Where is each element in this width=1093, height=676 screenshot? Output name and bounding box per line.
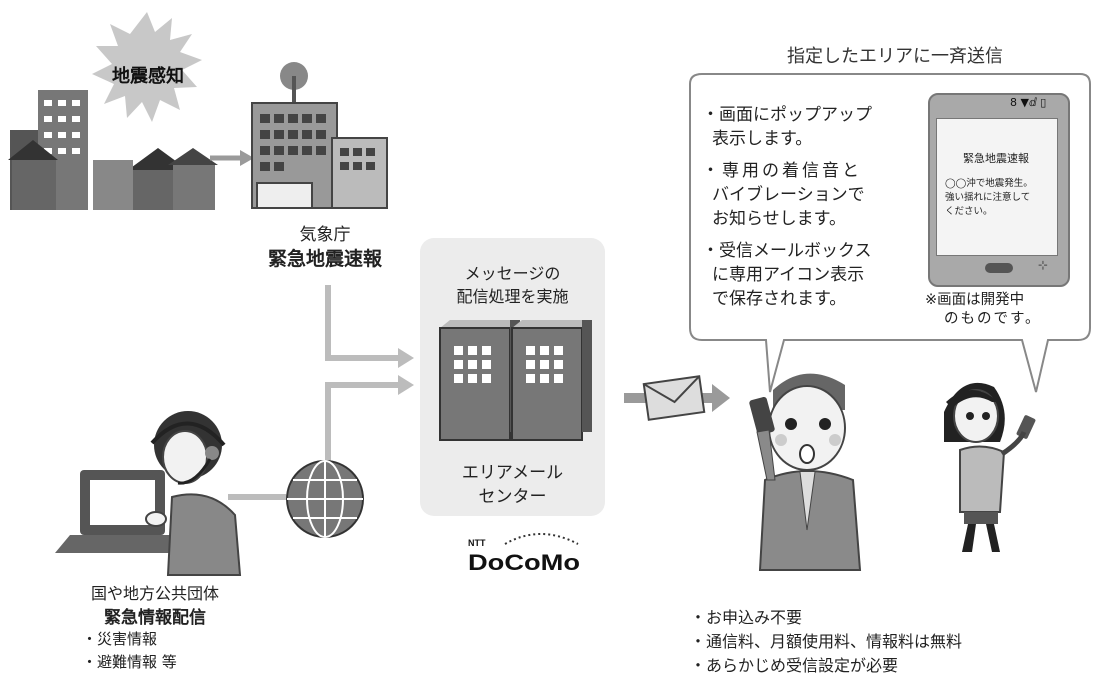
note-setting-required: ・あらかじめ受信設定が必要 bbox=[690, 656, 899, 675]
man-with-phone-illustration bbox=[749, 373, 862, 571]
woman-with-phone-illustration bbox=[944, 382, 1036, 552]
phone-status-bar: 8 ▼ⅆ ▯ bbox=[1010, 96, 1047, 109]
mail-send-arrow bbox=[624, 375, 730, 421]
dev-note-line1: ※画面は開発中 bbox=[925, 292, 1025, 308]
phone-dpad-icon: ⊹ bbox=[1038, 258, 1049, 272]
server-icon bbox=[439, 320, 592, 441]
operator-illustration bbox=[55, 411, 242, 576]
government-entity: 国や地方公共団体 bbox=[90, 584, 219, 603]
feature-mailbox-line3: で保存されます。 bbox=[712, 289, 847, 309]
jma-name: 気象庁 bbox=[299, 225, 351, 245]
phone-alert-title: 緊急地震速報 bbox=[963, 152, 1029, 165]
phone-alert-body-line3: ください。 bbox=[945, 206, 993, 217]
arrow-city-to-jma bbox=[210, 150, 254, 166]
center-caption-line1: メッセージの bbox=[464, 264, 561, 283]
note-free-of-charge: ・通信料、月額使用料、情報料は無料 bbox=[690, 632, 963, 651]
feature-ringtone-line2: バイブレーションで bbox=[712, 185, 865, 205]
phone-home-button bbox=[985, 263, 1013, 273]
phone-alert-body-line1: ◯◯沖で地震発生。 bbox=[945, 178, 1033, 189]
phone-alert-card bbox=[936, 118, 1058, 256]
svg-text:DoCoMo: DoCoMo bbox=[468, 550, 580, 575]
broadcast-title: 指定したエリアに一斉送信 bbox=[787, 46, 1003, 67]
svg-text:NTT: NTT bbox=[468, 538, 486, 548]
feature-popup-line2: 表示します。 bbox=[712, 129, 813, 149]
government-item-evacuation: ・避難情報 等 bbox=[82, 653, 177, 671]
feature-mailbox-line2: に専用アイコン表示 bbox=[712, 265, 865, 285]
government-service: 緊急情報配信 bbox=[104, 608, 206, 628]
jma-building-illustration bbox=[251, 62, 388, 209]
globe-network-icon bbox=[286, 460, 364, 538]
feature-mailbox-line1: ・受信メールボックス bbox=[702, 241, 872, 261]
note-no-application: ・お申込み不要 bbox=[690, 608, 803, 627]
feature-ringtone-line1: ・専用の着信音と bbox=[702, 161, 862, 181]
center-name-line2: センター bbox=[478, 487, 547, 507]
center-caption-line2: 配信処理を実施 bbox=[456, 287, 569, 306]
dev-note-line2: のものです。 bbox=[944, 311, 1042, 327]
feature-popup-line1: ・画面にポップアップ bbox=[702, 105, 872, 125]
government-item-disaster: ・災害情報 bbox=[82, 630, 158, 648]
jma-service-name: 緊急地震速報 bbox=[267, 248, 382, 270]
docomo-logo: NTT DoCoMo bbox=[468, 533, 580, 575]
earthquake-label: 地震感知 bbox=[112, 66, 184, 87]
city-buildings-illustration bbox=[8, 90, 218, 210]
earthquake-burst-icon bbox=[92, 12, 202, 122]
center-name-line1: エリアメール bbox=[461, 463, 564, 483]
phone-alert-body-line2: 強い揺れに注意して bbox=[945, 192, 1031, 203]
feature-ringtone-line3: お知らせします。 bbox=[712, 209, 846, 229]
